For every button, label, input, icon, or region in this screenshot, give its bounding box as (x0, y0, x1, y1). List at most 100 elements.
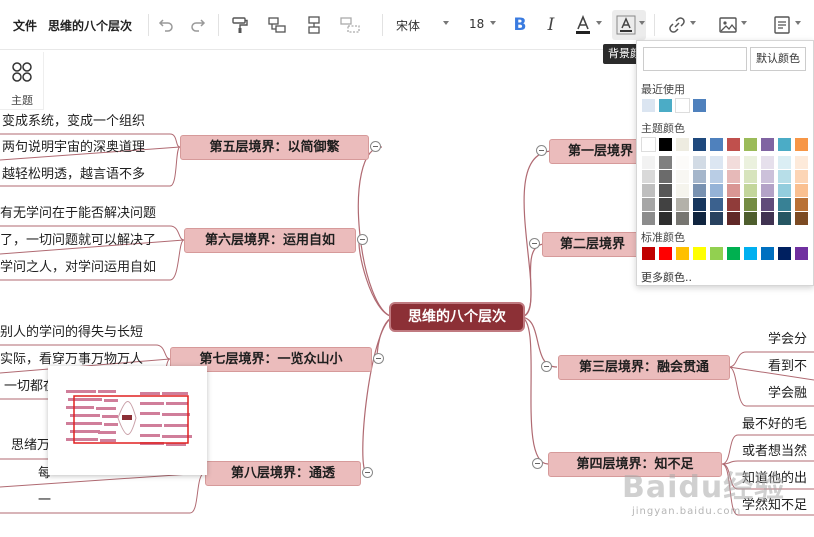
theme-color-swatch[interactable] (710, 170, 723, 183)
leaf-topic[interactable]: 最不好的毛 (742, 417, 808, 432)
note-icon[interactable] (770, 13, 794, 37)
chevron-down-icon[interactable] (639, 21, 645, 25)
standard-color-swatch[interactable] (727, 247, 740, 260)
theme-color-swatch[interactable] (693, 198, 706, 211)
recent-color-swatch[interactable] (693, 99, 706, 112)
chevron-down-icon[interactable] (490, 21, 496, 25)
theme-color-swatch[interactable] (778, 198, 791, 211)
font-family-select[interactable]: 宋体 (396, 19, 421, 33)
collapse-toggle[interactable] (541, 361, 552, 372)
leaf-topic[interactable]: 学问之人，对学问运用自如 (0, 260, 157, 275)
theme-color-swatch[interactable] (795, 156, 808, 169)
leaf-topic[interactable]: 了，一切问题就可以解决了 (0, 233, 157, 248)
leaf-topic[interactable]: 越轻松明透，越言语不多 (2, 167, 146, 182)
theme-color-swatch[interactable] (761, 212, 774, 225)
hex-color-input[interactable] (643, 47, 747, 71)
leaf-topic[interactable]: 实际，看穿万事万物万人 (0, 352, 144, 367)
leaf-topic[interactable]: 知道他的出 (742, 471, 808, 486)
theme-color-swatch[interactable] (727, 212, 740, 225)
theme-color-swatch[interactable] (642, 156, 655, 169)
leaf-topic[interactable]: 别人的学问的得失与长短 (0, 325, 144, 340)
insert-sibling-icon[interactable] (302, 13, 326, 37)
leaf-topic[interactable]: 学会分 (768, 332, 808, 347)
theme-color-swatch[interactable] (727, 138, 740, 151)
theme-color-swatch[interactable] (676, 138, 689, 151)
file-menu[interactable]: 文件 (13, 19, 38, 33)
collapse-toggle[interactable] (370, 141, 381, 152)
recent-color-swatch[interactable] (675, 98, 690, 113)
theme-color-swatch[interactable] (659, 138, 672, 151)
theme-color-swatch[interactable] (761, 184, 774, 197)
branch-level-6[interactable]: 第六层境界：运用自如 (184, 228, 356, 253)
theme-color-swatch[interactable] (744, 184, 757, 197)
central-topic[interactable]: 思维的八个层次 (389, 302, 525, 332)
standard-color-swatch[interactable] (659, 247, 672, 260)
leaf-topic[interactable]: 每 (38, 466, 52, 481)
theme-color-swatch[interactable] (778, 212, 791, 225)
theme-color-swatch[interactable] (710, 198, 723, 211)
theme-color-swatch[interactable] (693, 184, 706, 197)
theme-color-swatch[interactable] (778, 156, 791, 169)
theme-panel[interactable]: 主题 (0, 52, 44, 110)
font-color-icon[interactable] (571, 13, 595, 37)
theme-color-swatch[interactable] (641, 137, 656, 152)
standard-color-swatch[interactable] (693, 247, 706, 260)
branch-level-3[interactable]: 第三层境界：融会贯通 (558, 355, 730, 380)
leaf-topic[interactable]: 变成系统，变成一个组织 (2, 114, 146, 129)
collapse-toggle[interactable] (373, 353, 384, 364)
theme-color-swatch[interactable] (676, 156, 689, 169)
branch-level-5[interactable]: 第五层境界：以简御繁 (180, 135, 369, 160)
collapse-toggle[interactable] (357, 234, 368, 245)
theme-color-swatch[interactable] (676, 184, 689, 197)
default-color-button[interactable]: 默认颜色 (750, 47, 806, 71)
theme-color-swatch[interactable] (710, 212, 723, 225)
document-title[interactable]: 思维的八个层次 (48, 19, 133, 33)
theme-color-swatch[interactable] (727, 170, 740, 183)
redo-icon[interactable] (186, 13, 210, 37)
theme-color-swatch[interactable] (727, 184, 740, 197)
theme-color-swatch[interactable] (710, 184, 723, 197)
theme-color-swatch[interactable] (761, 156, 774, 169)
theme-color-swatch[interactable] (642, 212, 655, 225)
collapse-toggle[interactable] (529, 238, 540, 249)
theme-color-swatch[interactable] (710, 138, 723, 151)
leaf-topic[interactable]: 看到不 (768, 359, 808, 374)
image-icon[interactable] (716, 13, 740, 37)
theme-color-swatch[interactable] (659, 212, 672, 225)
theme-icon[interactable] (11, 62, 33, 82)
branch-level-1[interactable]: 第一层境界 (549, 139, 649, 164)
standard-color-swatch[interactable] (710, 247, 723, 260)
theme-color-swatch[interactable] (642, 184, 655, 197)
theme-color-swatch[interactable] (778, 170, 791, 183)
theme-color-swatch[interactable] (744, 170, 757, 183)
leaf-topic[interactable]: 思绪万 (11, 438, 51, 453)
theme-color-swatch[interactable] (659, 184, 672, 197)
theme-color-swatch[interactable] (795, 184, 808, 197)
chevron-down-icon[interactable] (690, 21, 696, 25)
branch-level-2[interactable]: 第二层境界 (542, 232, 648, 257)
collapse-toggle[interactable] (362, 467, 373, 478)
theme-color-swatch[interactable] (727, 198, 740, 211)
theme-color-swatch[interactable] (744, 198, 757, 211)
theme-color-swatch[interactable] (744, 156, 757, 169)
theme-color-swatch[interactable] (676, 212, 689, 225)
theme-color-swatch[interactable] (659, 170, 672, 183)
standard-color-swatch[interactable] (676, 247, 689, 260)
leaf-topic[interactable]: 或者想当然 (742, 444, 808, 459)
standard-color-swatch[interactable] (761, 247, 774, 260)
collapse-toggle[interactable] (536, 145, 547, 156)
leaf-topic[interactable]: 有无学问在于能否解决问题 (0, 206, 157, 221)
theme-color-swatch[interactable] (795, 170, 808, 183)
theme-color-swatch[interactable] (778, 184, 791, 197)
theme-color-swatch[interactable] (676, 170, 689, 183)
theme-color-swatch[interactable] (659, 156, 672, 169)
font-size-select[interactable]: 18 (469, 17, 485, 31)
chevron-down-icon[interactable] (443, 21, 449, 25)
standard-color-swatch[interactable] (795, 247, 808, 260)
theme-color-swatch[interactable] (676, 198, 689, 211)
link-icon[interactable] (665, 13, 689, 37)
format-painter-icon[interactable] (228, 13, 252, 37)
standard-color-swatch[interactable] (642, 247, 655, 260)
theme-color-swatch[interactable] (642, 170, 655, 183)
standard-color-swatch[interactable] (744, 247, 757, 260)
